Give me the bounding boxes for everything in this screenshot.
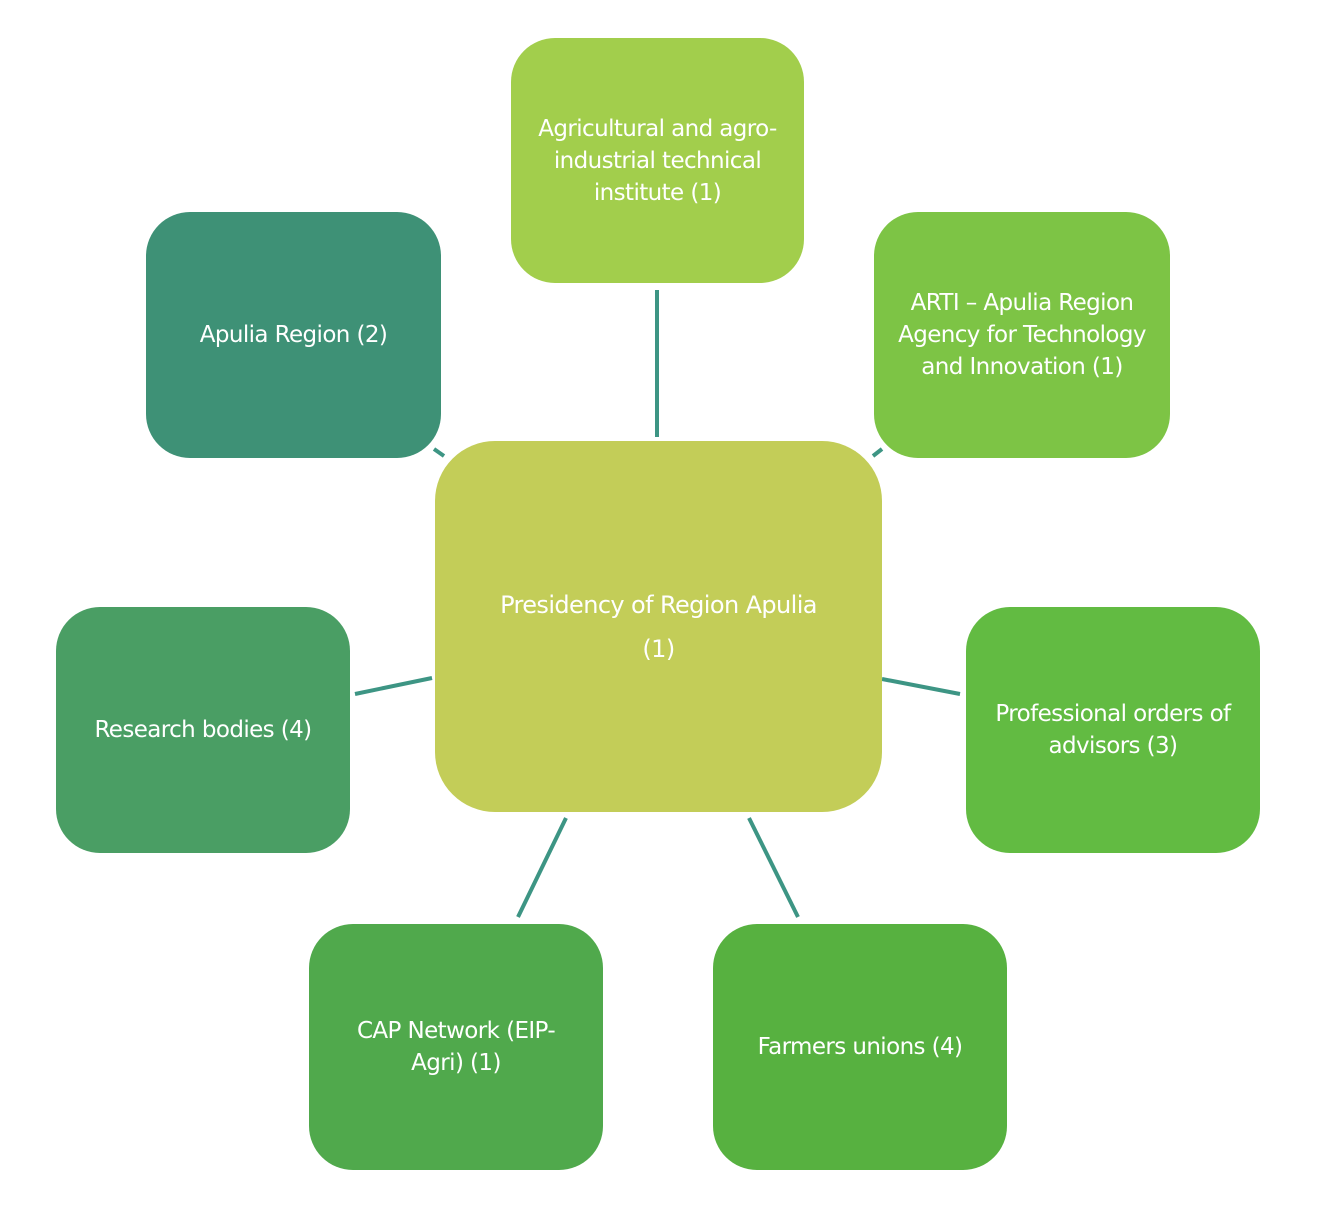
node-farmers-unions: Farmers unions (4) <box>713 924 1007 1170</box>
connector-research-bodies <box>354 676 433 696</box>
node-presidency-label: Presidency of Region Apulia (1) <box>500 590 817 663</box>
node-cap-network: CAP Network (EIP-Agri) (1) <box>309 924 603 1170</box>
node-research-bodies-label: Research bodies (4) <box>94 717 312 743</box>
connector-professional-orders <box>881 677 961 696</box>
node-professional-orders-label: Professional orders of advisors (3) <box>995 701 1231 759</box>
node-professional-orders: Professional orders of advisors (3) <box>966 607 1260 853</box>
connector-farmers-unions <box>747 817 800 918</box>
connector-arti <box>871 447 884 458</box>
node-farmers-unions-label: Farmers unions (4) <box>757 1034 963 1060</box>
node-apulia-region: Apulia Region (2) <box>146 212 441 458</box>
node-presidency: Presidency of Region Apulia (1) <box>435 441 882 812</box>
node-arti-label: ARTI – Apulia Region Agency for Technolo… <box>898 290 1146 380</box>
node-arti: ARTI – Apulia Region Agency for Technolo… <box>874 212 1170 458</box>
node-research-bodies: Research bodies (4) <box>56 607 350 853</box>
node-cap-network-label: CAP Network (EIP-Agri) (1) <box>356 1018 556 1076</box>
connector-cap-network <box>516 817 568 918</box>
node-agricultural-institute-label: Agricultural and agro-industrial technic… <box>538 115 777 206</box>
node-apulia-region-label: Apulia Region (2) <box>199 322 388 348</box>
node-agricultural-institute: Agricultural and agro-industrial technic… <box>511 38 804 283</box>
connector-apulia-region <box>432 447 446 458</box>
